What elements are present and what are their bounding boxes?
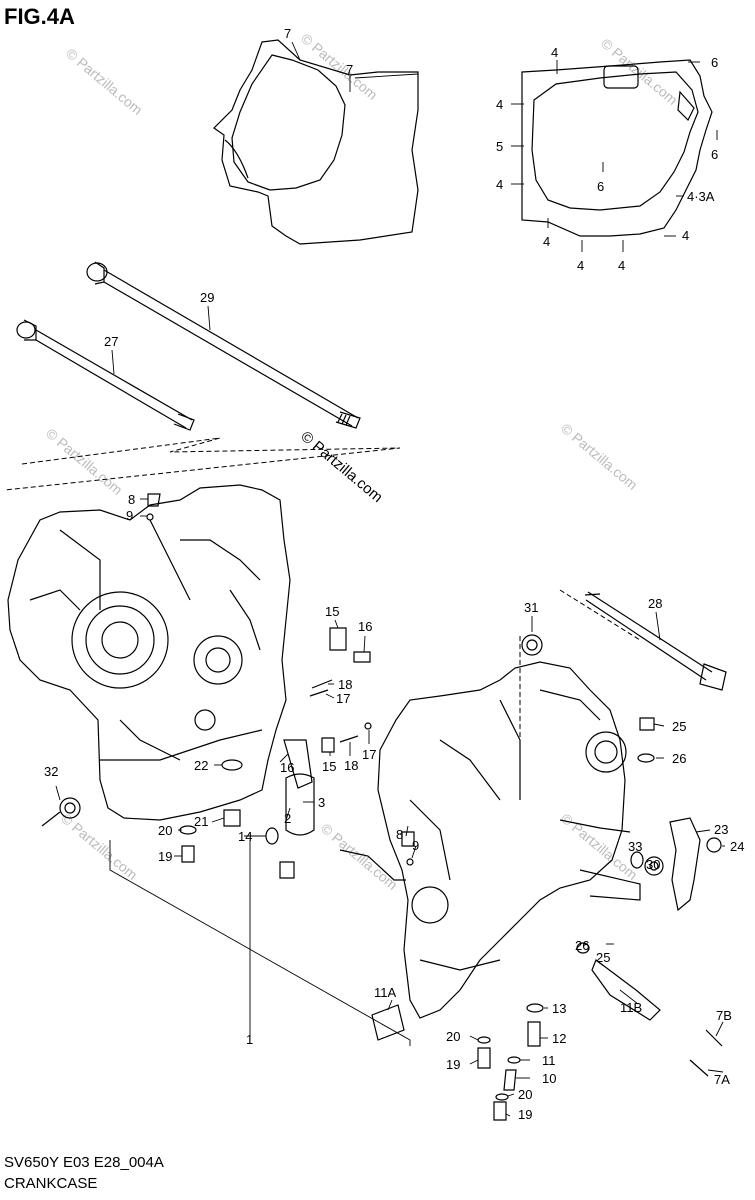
callout-18: 18 <box>344 758 358 773</box>
callout-26: 26 <box>672 751 686 766</box>
small-parts <box>41 493 723 1121</box>
watermark-text: © Partzilla.com <box>558 420 641 493</box>
callout-26: 26 <box>575 938 589 953</box>
leader-lines <box>55 41 725 1117</box>
callout-4: 4 <box>543 234 550 249</box>
callout-1: 1 <box>246 1032 253 1047</box>
callout-11a: 11A <box>374 985 396 1000</box>
bolt-28 <box>584 591 727 691</box>
watermark-main: © Partzilla.com <box>297 428 385 506</box>
callout-4-3a: 4·3A <box>687 189 715 204</box>
callout-6: 6 <box>597 179 604 194</box>
callout-27: 27 <box>104 334 118 349</box>
callout-33: 33 <box>628 839 642 854</box>
callout-20: 20 <box>446 1029 460 1044</box>
watermarks: © Partzilla.com © Partzilla.com © Partzi… <box>43 30 681 893</box>
callout-6: 6 <box>711 55 718 70</box>
watermark-text: © Partzilla.com <box>598 35 681 108</box>
callout-9: 9 <box>412 838 419 853</box>
callout-15: 15 <box>322 759 336 774</box>
callout-21: 21 <box>194 814 208 829</box>
callout-23: 23 <box>714 822 728 837</box>
callout-11: 11 <box>542 1053 556 1068</box>
gasket-left <box>213 39 419 245</box>
callout-17: 17 <box>362 747 376 762</box>
callout-2: 2 <box>284 811 291 826</box>
callout-16: 16 <box>280 760 294 775</box>
callout-24: 24 <box>730 839 744 854</box>
callout-20: 20 <box>158 823 172 838</box>
figure-code: SV650Y E03 E28_004A <box>4 1154 164 1171</box>
callout-18: 18 <box>338 677 352 692</box>
callout-25: 25 <box>596 950 610 965</box>
callout-4: 4 <box>618 258 625 273</box>
bolt-27 <box>16 319 195 431</box>
callout-30: 30 <box>646 857 660 872</box>
crankcase-right-half <box>339 661 641 1019</box>
callout-16: 16 <box>358 619 372 634</box>
callout-31: 31 <box>524 600 538 615</box>
callout-7: 7 <box>284 26 291 41</box>
callout-19: 19 <box>518 1107 532 1122</box>
callout-17: 17 <box>336 691 350 706</box>
bolt-29 <box>86 261 361 429</box>
callout-3: 3 <box>318 795 325 810</box>
callout-32: 32 <box>44 764 58 779</box>
callout-19: 19 <box>446 1057 460 1072</box>
callout-8: 8 <box>396 827 403 842</box>
callout-6: 6 <box>711 147 718 162</box>
callout-14: 14 <box>238 829 252 844</box>
callout-19: 19 <box>158 849 172 864</box>
callout-9: 9 <box>126 508 133 523</box>
callout-4: 4 <box>496 177 503 192</box>
watermark-text: © Partzilla.com <box>43 425 126 498</box>
callout-10: 10 <box>542 1071 556 1086</box>
callout-4: 4 <box>577 258 584 273</box>
callout-28: 28 <box>648 596 662 611</box>
callout-7: 7 <box>346 62 353 77</box>
callout-22: 22 <box>194 758 208 773</box>
callout-4: 4 <box>551 45 558 60</box>
callout-labels: 7 7 4 4 5 4 6 6 6 4·3A 4 4 4 4 29 27 28 … <box>44 26 744 1122</box>
figure-name: CRANKCASE <box>4 1175 98 1192</box>
figure-title: FIG.4A <box>4 4 75 29</box>
watermark-text: © Partzilla.com <box>63 45 146 118</box>
callout-4: 4 <box>496 97 503 112</box>
callout-29: 29 <box>200 290 214 305</box>
callout-11b: 11B <box>620 1000 642 1015</box>
callout-4: 4 <box>682 228 689 243</box>
callout-13: 13 <box>552 1001 566 1016</box>
callout-12: 12 <box>552 1031 566 1046</box>
gasket-right <box>521 59 713 237</box>
callout-5: 5 <box>496 139 503 154</box>
callout-25: 25 <box>672 719 686 734</box>
callout-7a: 7A <box>714 1072 730 1087</box>
callout-7b: 7B <box>716 1008 732 1023</box>
watermark-text: © Partzilla.com <box>58 810 141 883</box>
callout-15: 15 <box>325 604 339 619</box>
callout-8: 8 <box>128 492 135 507</box>
callout-20: 20 <box>518 1087 532 1102</box>
crankcase-left-half <box>7 484 291 821</box>
